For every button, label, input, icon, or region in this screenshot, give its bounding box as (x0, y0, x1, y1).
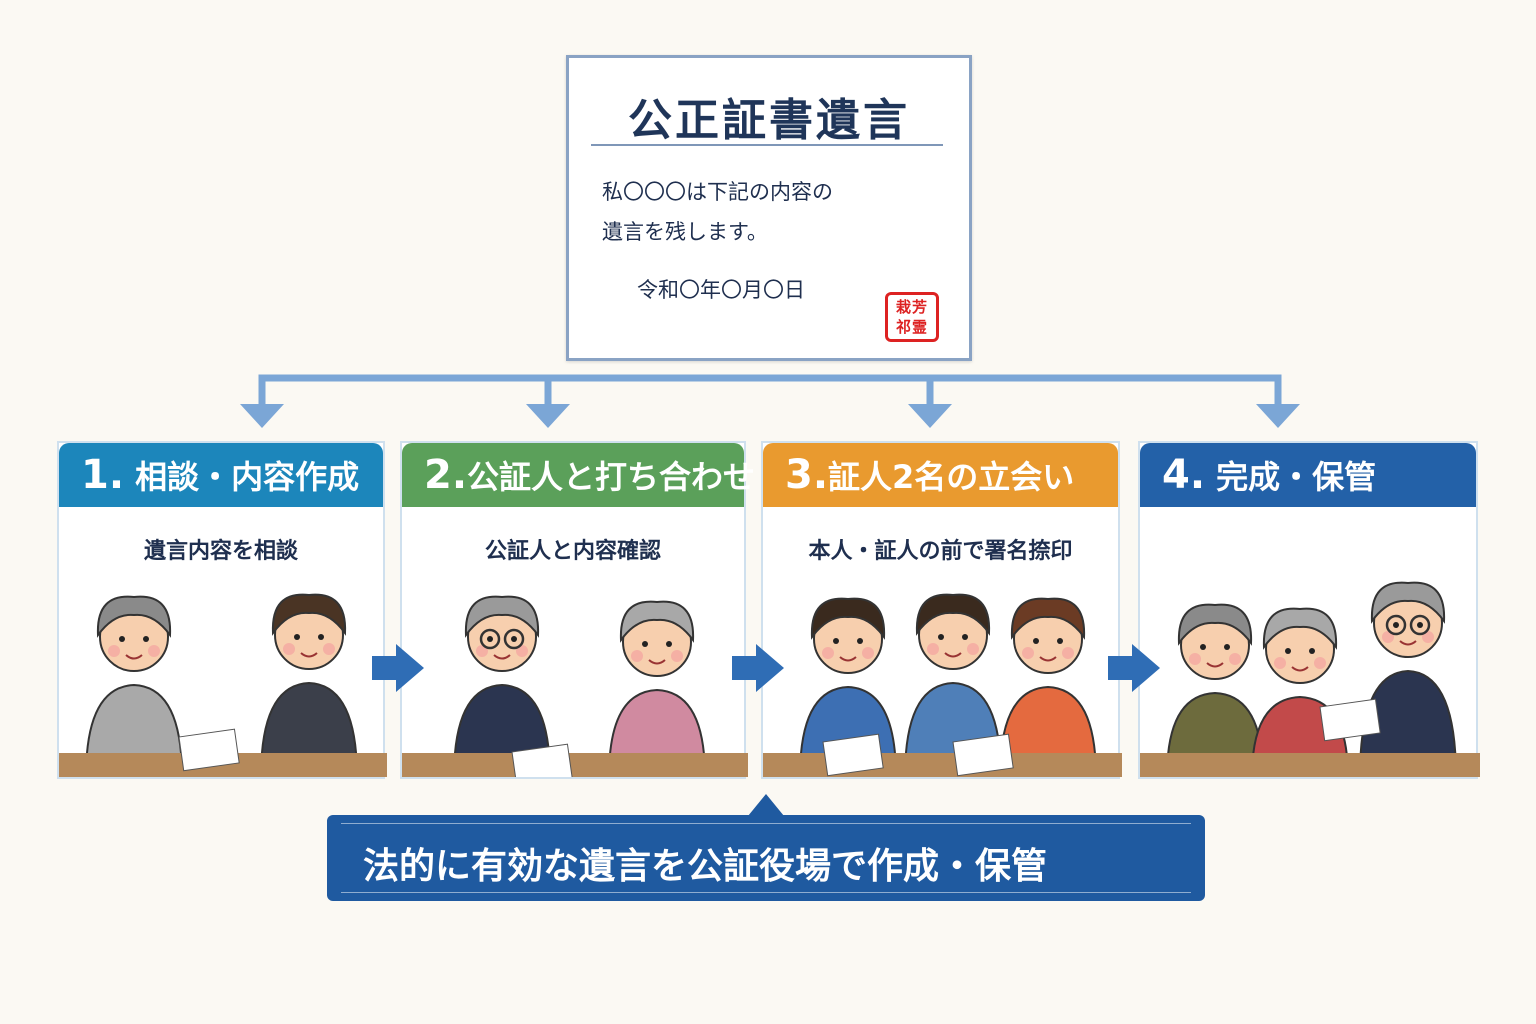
step-3-header: 3.証人2名の立会い (763, 443, 1118, 507)
summary-banner: 法的に有効な遺言を公証役場で作成・保管 (327, 815, 1205, 901)
step-number: 1. (81, 452, 125, 498)
consultation-illustration (59, 593, 387, 777)
step-caption: 本人・証人の前で署名捺印 (808, 539, 1073, 564)
completion-illustration (1140, 581, 1480, 777)
step-title: 相談・内容作成 (135, 458, 360, 496)
step-2-header: 2.公証人と打ち合わせ (402, 443, 755, 507)
down-arrow-4 (1256, 404, 1300, 428)
witness-signing-illustration (763, 593, 1122, 777)
document-line-1: 私〇〇〇は下記の内容の (602, 180, 833, 204)
notary-meeting-illustration (402, 595, 748, 777)
step-title: 証人2名の立会い (828, 458, 1075, 496)
person-figure (259, 593, 359, 777)
step-number: 4. (1162, 452, 1206, 498)
document-date: 令和〇年〇月〇日 (637, 278, 805, 302)
person-figure (1250, 607, 1350, 777)
down-arrow-3 (908, 404, 952, 428)
step-number: 3. (785, 452, 829, 498)
desk (1140, 753, 1480, 777)
step-number: 2. (424, 452, 468, 498)
banner-rule (341, 823, 1191, 824)
banner-pointer (748, 794, 784, 816)
step-caption: 遺言内容を相談 (143, 539, 298, 564)
document-title: 公正証書遺言 (628, 95, 910, 146)
document-paper (511, 743, 573, 777)
step-title: 完成・保管 (1216, 458, 1377, 496)
desk (402, 753, 748, 777)
document-paper (178, 728, 240, 772)
title-divider (591, 144, 943, 146)
document-paper (952, 733, 1014, 777)
person-figure (1358, 581, 1458, 777)
step-2-panel: 2.公証人と打ち合わせ 公証人と内容確認 (400, 441, 755, 779)
document-paper (822, 733, 884, 777)
seal-stamp: 栽芳祁霊 (885, 292, 939, 342)
document-paper (1319, 698, 1381, 742)
step-caption: 公証人と内容確認 (484, 539, 661, 564)
connector-lines (240, 374, 1300, 428)
step-4-panel: 4. 完成・保管 (1138, 441, 1480, 779)
desk (763, 753, 1122, 777)
person-figure (1165, 603, 1265, 777)
will-document: 公正証書遺言 私〇〇〇は下記の内容の 遺言を残します。 令和〇年〇月〇日 栽芳祁… (566, 55, 972, 361)
down-arrow-1 (240, 404, 284, 428)
down-arrow-2 (526, 404, 570, 428)
step-3-panel: 3.証人2名の立会い 本人・証人の前で署名捺印 (761, 441, 1122, 779)
banner-rule (341, 892, 1191, 893)
person-figure (607, 600, 707, 777)
step-1-panel: 1. 相談・内容作成 遺言内容を相談 (57, 441, 387, 779)
step-1-header: 1. 相談・内容作成 (59, 443, 383, 507)
document-line-2: 遺言を残します。 (602, 220, 768, 244)
person-figure (998, 597, 1098, 777)
step-title: 公証人と打ち合わせ (467, 458, 756, 496)
person-figure (84, 595, 184, 777)
banner-text: 法的に有効な遺言を公証役場で作成・保管 (363, 846, 1048, 887)
step-4-header: 4. 完成・保管 (1140, 443, 1476, 507)
